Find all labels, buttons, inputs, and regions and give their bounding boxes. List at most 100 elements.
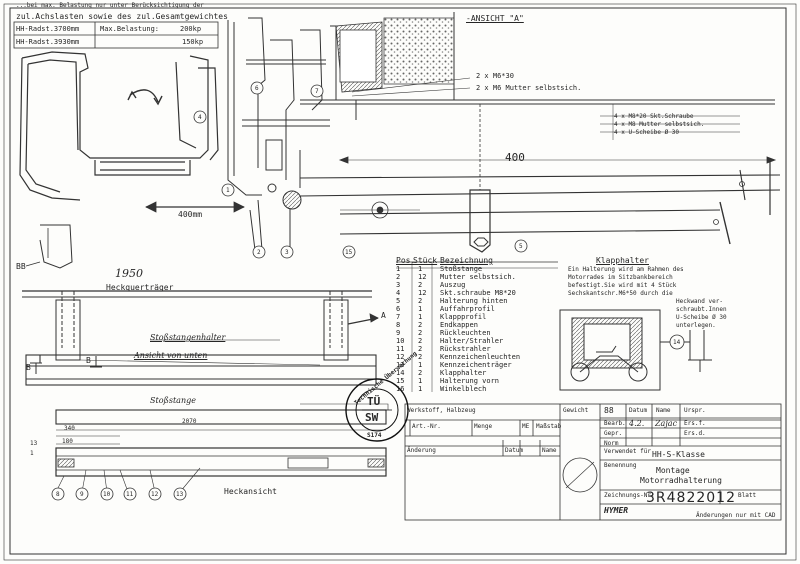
title-stamp-circle [562, 457, 598, 493]
parts-header-qty: Stück [413, 256, 438, 265]
parts-pos: 16 [396, 385, 405, 393]
parts-pos: 2 [396, 273, 401, 281]
tb-ers-fur: Ers.f. [684, 420, 706, 427]
balloon-8 [51, 487, 65, 501]
parts-pos: 7 [396, 313, 401, 321]
parts-pos: 14 [396, 369, 405, 377]
header-note-1: ...bei max. Belastung nur unter Berücksi… [16, 2, 204, 9]
klapphalter-line-1: Ein Halterung wird am Rahmen des [568, 266, 684, 273]
section-profile-left [19, 51, 219, 201]
tb-massstab: Maßstab [536, 423, 562, 430]
dim-340: 340 [64, 425, 75, 432]
parts-pos: 9 [396, 329, 401, 337]
parts-qty: 1 [418, 265, 423, 273]
parts-desc: Winkelblech [440, 385, 487, 393]
tb-benennung: Benennung [604, 462, 637, 469]
balloon-label-14: 14 [673, 339, 681, 346]
balloon-label-7: 7 [315, 88, 319, 95]
parts-row: 8 2 Endkappen [396, 321, 596, 329]
callout-right-2: 4 x M8 Mutter selbstsich. [614, 121, 705, 128]
center-section [227, 17, 357, 251]
tb-verwendet: Verwendet für [604, 448, 651, 455]
callout-screw-1: 2 x M6*30 [476, 72, 514, 80]
balloon-label-10: 10 [103, 491, 111, 498]
parts-qty: 2 [418, 369, 423, 377]
parts-qty: 2 [418, 321, 423, 329]
label-heckansicht: Heckansicht [224, 487, 277, 496]
parts-qty: 1 [418, 313, 423, 321]
parts-pos: 8 [396, 321, 401, 329]
parts-desc: Auffahrprofil [440, 305, 495, 313]
tuev-stamp [345, 378, 409, 442]
balloon-label-1: 1 [226, 187, 230, 194]
balloon-label-12: 12 [151, 491, 159, 498]
tb-footnote: Änderungen nur mit CAD [696, 512, 776, 519]
balloon-1 [221, 183, 235, 197]
parts-desc: Klapphalter [440, 369, 487, 377]
parts-pos: 12 [396, 353, 405, 361]
tb-bearb: Bearb. [604, 420, 626, 427]
callout-screw-2: 2 x M6 Mutter selbstsich. [476, 84, 582, 92]
parts-qty: 2 [418, 353, 423, 361]
parts-desc: Rückstrahler [440, 345, 491, 353]
parts-desc: Halterung hinten [440, 297, 508, 305]
top-block-frame [339, 29, 377, 83]
tb-bearb-name: Zajac [655, 419, 678, 428]
parts-qty: 12 [418, 289, 427, 297]
stamp-line-2: SW [365, 411, 379, 424]
tb-art-nr: Art.-Nr. [412, 423, 441, 430]
tb-col-88: 88 [604, 406, 614, 415]
parts-desc: Mutter selbstsich. [440, 273, 516, 281]
view-a-title: -ANSICHT "A" [466, 14, 524, 23]
heckansicht-bar [55, 447, 387, 477]
balloon-label-15: 15 [345, 249, 353, 256]
parts-desc: Stoßstange [440, 265, 483, 273]
parts-pos: 10 [396, 337, 405, 345]
callout-right-3: 4 x U-Scheibe Ø 30 [614, 129, 680, 136]
sheet-frame [3, 3, 797, 561]
b-marker-left [30, 362, 42, 374]
tb-blatt: Blatt [738, 492, 757, 499]
parts-desc: Auszug [440, 281, 466, 289]
parts-desc: Endkappen [440, 321, 478, 329]
balloon-label-3: 3 [285, 249, 289, 256]
tb-benennung-2: Motorradhalterung [640, 476, 722, 485]
parts-desc: Kennzeichenträger [440, 361, 512, 369]
parts-row: 14 2 Klapphalter [396, 369, 596, 377]
balloon-4 [193, 110, 207, 124]
parts-pos: 6 [396, 305, 401, 313]
inner-frame [9, 7, 787, 555]
parts-qty: 1 [418, 377, 423, 385]
parts-qty: 1 [418, 305, 423, 313]
balloon-label-9: 9 [80, 491, 84, 498]
stamp-line-1: TÜ [367, 395, 381, 408]
tb-benennung-1: Montage [656, 466, 690, 475]
klapphalter-line-6: schraubt.Innen [676, 306, 727, 313]
load-row2-model: HH-Radst.3930mm [16, 38, 80, 46]
klapphalter-line-2: Motorrades im Sitzbankbereich [568, 274, 673, 281]
parts-qty: 2 [418, 297, 423, 305]
parts-pos: 5 [396, 297, 401, 305]
balloon-label-11: 11 [126, 491, 134, 498]
parts-pos: 1 [396, 265, 401, 273]
tb-ers-d: Ers.d. [684, 430, 706, 437]
parts-desc: Kennzeichenleuchten [440, 353, 521, 361]
tb-datum: Datum [505, 447, 524, 454]
balloon-label-2: 2 [257, 249, 261, 256]
label-stossstange: Stoßstange [150, 396, 196, 405]
parts-qty: 12 [418, 273, 427, 281]
parts-header-pos: Pos. [396, 256, 416, 265]
parts-row: 1 1 Stoßstange [396, 265, 596, 273]
parts-qty: 1 [418, 385, 423, 393]
parts-pos: 4 [396, 289, 401, 297]
balloon-group [51, 81, 685, 501]
tb-gepr: Gepr. [604, 430, 623, 437]
dim-13: 13 [30, 440, 38, 447]
tb-bearb-date: 4.2. [629, 419, 645, 428]
